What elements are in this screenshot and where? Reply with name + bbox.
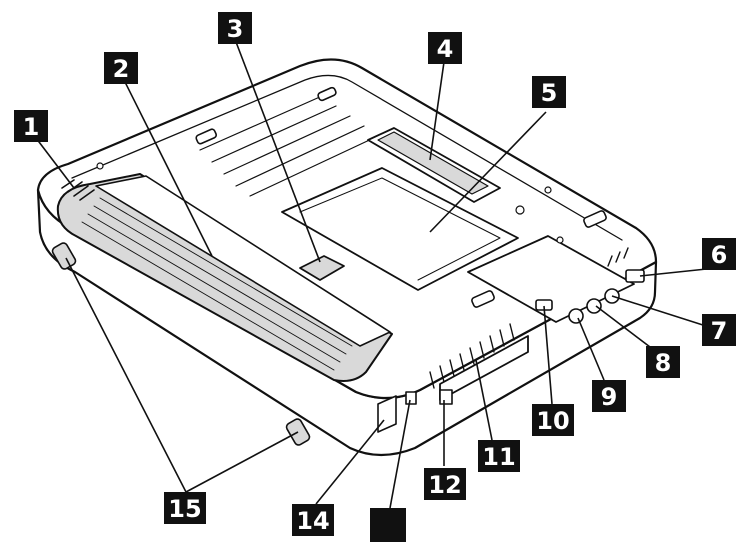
leader-7 [611,295,707,327]
callout-14-label: 14 [296,507,329,535]
leader-4 [429,61,445,161]
security-slot [405,391,417,405]
laptop-illustration [36,58,658,457]
battery-top [95,175,391,347]
callout-8: 8 [646,346,680,378]
callout-15-label: 15 [168,495,201,523]
callout-7-label: 7 [711,317,728,345]
callout-4: 4 [428,32,462,64]
callout-6-label: 6 [711,241,728,269]
callout-13 [370,508,406,542]
leader-9 [577,317,605,381]
callout-5: 5 [532,76,566,108]
rubber-feet [195,86,607,308]
callout-3: 3 [218,12,252,44]
eject-button [439,389,453,405]
callout-14: 14 [292,504,334,536]
callout-8-label: 8 [655,349,672,377]
leader-2 [121,75,213,257]
callout-9: 9 [592,380,626,412]
callout-11-label: 11 [482,443,515,471]
leader-11 [475,359,493,441]
callout-12-label: 12 [428,471,461,499]
callout-1: 1 [14,110,48,142]
callout-1-label: 1 [23,113,40,141]
callout-9-label: 9 [601,383,618,411]
leader-15a [65,257,187,493]
vent-grille [61,179,95,201]
callout-3-label: 3 [227,15,244,43]
memory-door-inner [299,177,501,281]
callout-10-label: 10 [536,407,569,435]
leader-5 [429,111,547,233]
leader-8 [595,305,655,351]
callout-12: 12 [424,468,466,500]
leader-15b [185,431,299,493]
leader-3 [235,41,321,263]
callouts: 1 2 3 4 5 6 7 8 [14,12,736,542]
callout-2: 2 [104,52,138,84]
surface-inner-edge [71,74,623,241]
callout-5-label: 5 [541,79,558,107]
right-vent-slits [607,247,629,267]
leader-13 [389,399,411,509]
callout-10: 10 [532,404,574,436]
battery-grip-lines [81,197,353,371]
leader-1 [35,137,75,189]
leader-14 [315,419,385,505]
callout-11: 11 [478,440,520,472]
side-vent-slits [429,323,515,389]
leader-lines [35,41,717,509]
leader-10 [543,305,553,405]
surface-ribs [199,95,379,197]
callout-4-label: 4 [437,35,454,63]
docking-connector-slot [377,131,489,195]
screws [96,162,564,244]
battery-latch [299,255,345,281]
callout-2-label: 2 [113,55,130,83]
callout-15: 15 [164,492,206,524]
right-side-ports [535,269,645,324]
callout-7: 7 [702,314,736,346]
callout-6: 6 [702,238,736,270]
